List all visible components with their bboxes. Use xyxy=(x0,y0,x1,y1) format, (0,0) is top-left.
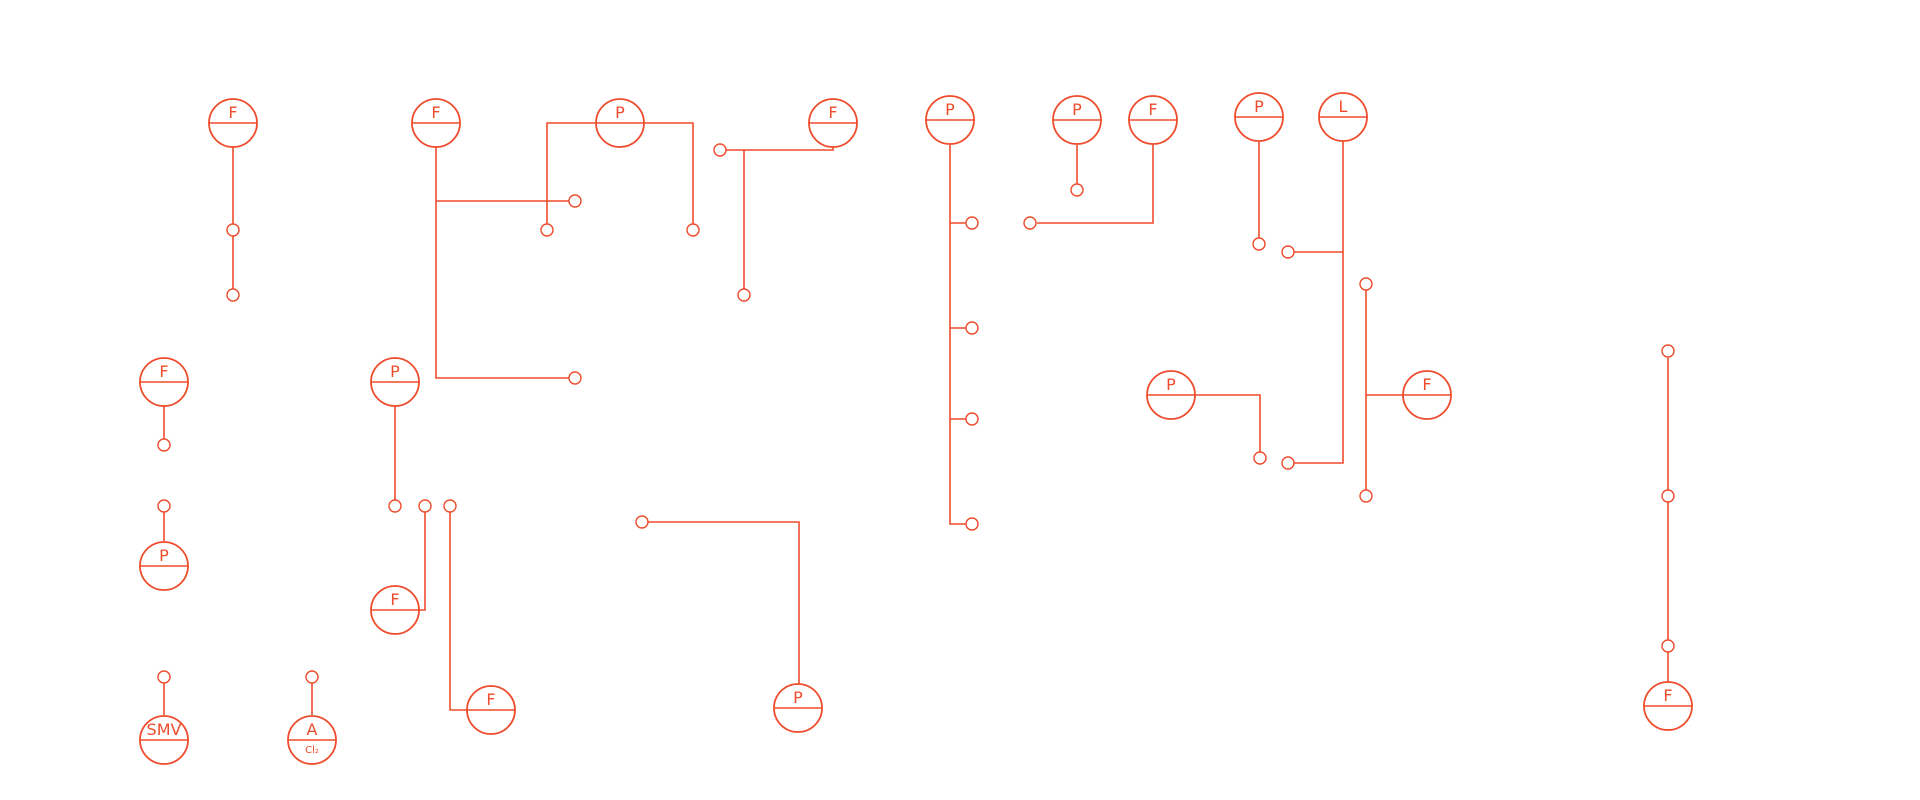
instrument-label: F xyxy=(1663,686,1672,705)
connection-port xyxy=(1253,451,1267,465)
instrument-label: F xyxy=(486,690,495,709)
instrument-bubble[interactable]: F xyxy=(370,585,420,635)
instrument-label: P xyxy=(159,546,169,565)
instrument-bubble[interactable]: F xyxy=(139,357,189,407)
instrument-label: P xyxy=(793,688,803,707)
instrument-bubble[interactable]: P xyxy=(925,95,975,145)
connection-port xyxy=(443,499,457,513)
instrument-bubble[interactable]: A Cl₂ xyxy=(287,715,337,765)
connection-port xyxy=(157,670,171,684)
instrument-label: P xyxy=(1254,97,1264,116)
instrument-bubble[interactable]: F xyxy=(208,98,258,148)
instrument-label: P xyxy=(945,100,955,119)
connector-line xyxy=(449,512,467,711)
connector-line xyxy=(949,145,967,525)
instrument-label: P xyxy=(1166,375,1176,394)
instrument-label: A xyxy=(307,720,318,739)
connection-port xyxy=(686,223,700,237)
connection-port xyxy=(713,143,727,157)
connection-port xyxy=(1070,183,1084,197)
connection-port xyxy=(1661,344,1675,358)
instrument-label: F xyxy=(431,103,440,122)
instrument-bubble[interactable]: F xyxy=(1402,370,1452,420)
instrument-bubble[interactable]: P xyxy=(1146,370,1196,420)
connector-line xyxy=(648,521,800,685)
instrument-bubble[interactable]: L xyxy=(1318,92,1368,142)
connector-line xyxy=(720,144,834,151)
instrument-sublabel: Cl₂ xyxy=(305,745,319,756)
connector-line xyxy=(1294,141,1344,464)
connection-port xyxy=(157,499,171,513)
instrument-label: P xyxy=(1072,100,1082,119)
connection-port xyxy=(965,517,979,531)
connection-port xyxy=(568,194,582,208)
connection-port xyxy=(418,499,432,513)
connection-port xyxy=(1281,456,1295,470)
connector-line xyxy=(1037,144,1154,224)
instrument-label: F xyxy=(390,590,399,609)
connection-port xyxy=(1359,277,1373,291)
connection-port xyxy=(965,412,979,426)
connection-port xyxy=(1023,216,1037,230)
connection-port xyxy=(965,321,979,335)
instrument-label: F xyxy=(1148,100,1157,119)
instrument-label: L xyxy=(1339,97,1348,116)
connection-port xyxy=(1661,489,1675,503)
connection-port xyxy=(540,223,554,237)
instrument-bubble[interactable]: F xyxy=(411,98,461,148)
instrument-bubble[interactable]: P xyxy=(139,541,189,591)
connection-port xyxy=(965,216,979,230)
connection-port xyxy=(1661,639,1675,653)
instrument-label: P xyxy=(390,362,400,381)
connection-port xyxy=(226,223,240,237)
instrument-bubble[interactable]: P xyxy=(1052,95,1102,145)
connection-port xyxy=(635,515,649,529)
connection-port xyxy=(226,288,240,302)
connection-port xyxy=(157,438,171,452)
connector-line xyxy=(419,512,426,611)
instrument-label: F xyxy=(228,103,237,122)
instrument-bubble[interactable]: F xyxy=(1128,95,1178,145)
instrument-bubble[interactable]: SMV xyxy=(139,715,189,765)
connection-port xyxy=(568,371,582,385)
instrument-bubble[interactable]: P xyxy=(1234,92,1284,142)
connection-port xyxy=(1281,245,1295,259)
connector-line xyxy=(435,147,575,379)
instrument-bubbles: F F P F P P F P L F P P F P F F P F SMV A Cl₂ xyxy=(139,92,1693,765)
instrument-bubble[interactable]: F xyxy=(466,685,516,735)
instrument-label: F xyxy=(1422,375,1431,394)
instrument-label: SMV xyxy=(147,720,182,739)
connection-port xyxy=(1359,489,1373,503)
connection-port xyxy=(305,670,319,684)
instrument-label: F xyxy=(828,103,837,122)
instrument-bubble[interactable]: P xyxy=(370,357,420,407)
connector-lines xyxy=(163,122,1669,715)
connection-port xyxy=(1252,237,1266,251)
connector-line xyxy=(1196,394,1261,452)
connection-ports xyxy=(157,143,1675,684)
connection-port xyxy=(388,499,402,513)
instrument-bubble[interactable]: P xyxy=(595,98,645,148)
instrument-bubble[interactable]: F xyxy=(1643,681,1693,731)
connection-port xyxy=(737,288,751,302)
instrument-label: F xyxy=(159,362,168,381)
instrument-bubble[interactable]: F xyxy=(808,98,858,148)
instrument-label: P xyxy=(615,103,625,122)
instrument-bubble[interactable]: P xyxy=(773,683,823,733)
